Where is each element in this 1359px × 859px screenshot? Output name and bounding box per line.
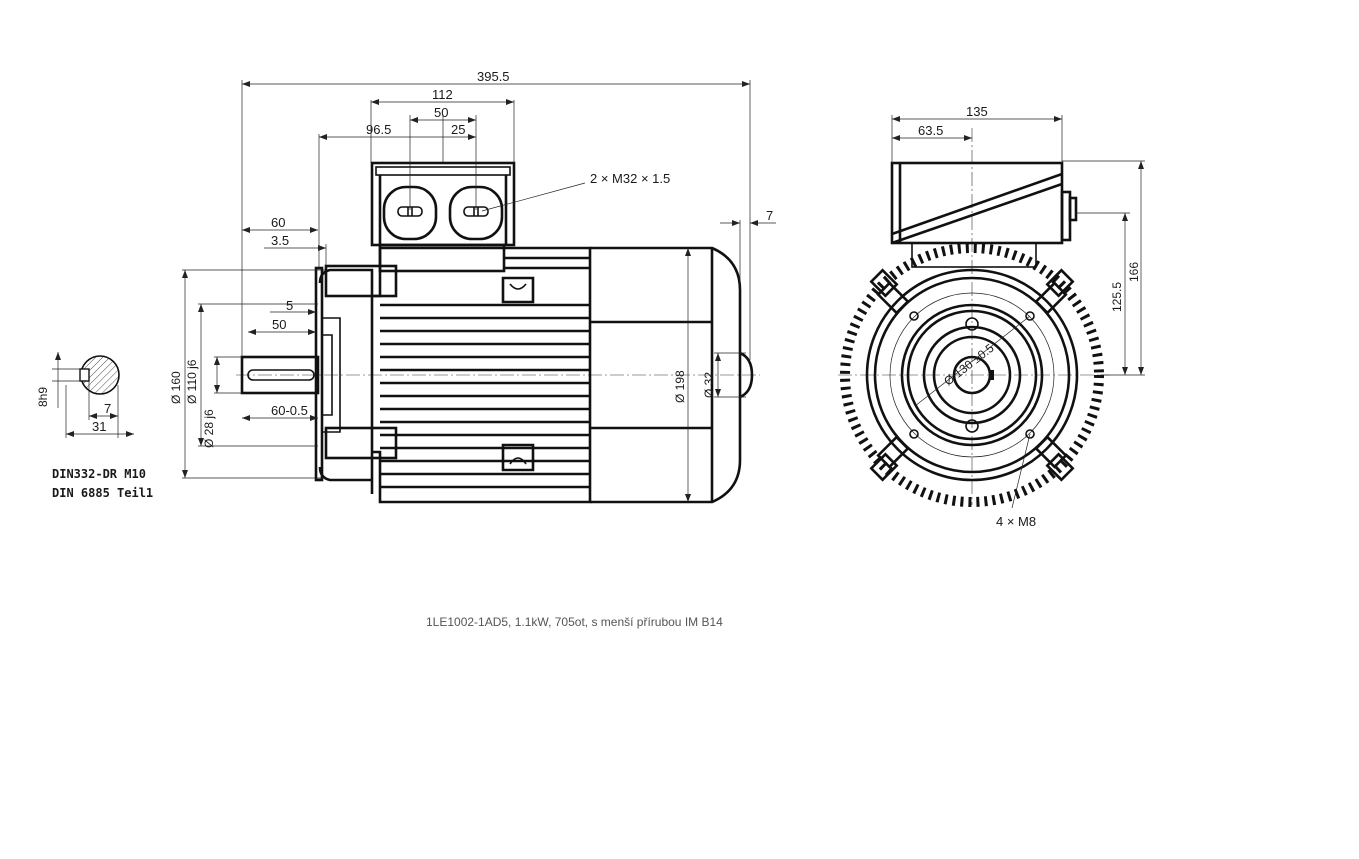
dim-height-gland: 125.5	[1110, 282, 1124, 312]
dim-key-length: 50	[272, 317, 286, 332]
dim-flange-thickness: 3.5	[271, 233, 289, 248]
din-note-line1: DIN332-DR M10	[52, 467, 146, 481]
dim-key-width: 7	[104, 401, 111, 416]
label-cable-gland: 2 × M32 × 1.5	[590, 171, 670, 186]
drawing-caption: 1LE1002-1AD5, 1.1kW, 705ot, s menší přír…	[426, 615, 723, 629]
cooling-ribs	[380, 256, 590, 489]
dim-shaft-section: 31	[92, 419, 106, 434]
dim-shaft-collar: 60	[271, 215, 285, 230]
din-note-line2: DIN 6885 Teil1	[52, 486, 153, 500]
dim-key-offset: 5	[286, 298, 293, 313]
dim-box-position: 96.5	[366, 122, 391, 137]
dim-gland-spacing: 50	[434, 105, 448, 120]
dia-flange-outer: Ø 160	[169, 371, 183, 404]
front-view: 135 63.5 166 125.5 Ø 130 ±0.5 4 × M8	[838, 104, 1145, 529]
dim-total-length: 395.5	[477, 69, 510, 84]
dia-rear-shaft: Ø 32	[702, 372, 716, 398]
dia-body: Ø 198	[673, 370, 687, 403]
side-view: 395.5 112 50 96.5 25 60 3.5 7 5 50 60-0.…	[169, 69, 776, 504]
dim-terminal-box-width: 112	[432, 87, 453, 102]
dim-key-height: 8h9	[36, 387, 50, 407]
dim-gland-offset: 25	[451, 122, 465, 137]
dim-box-width: 135	[966, 104, 988, 119]
label-flange-holes: 4 × M8	[996, 514, 1036, 529]
dia-shaft: Ø 28 j6	[202, 409, 216, 448]
dia-spigot: Ø 110 j6	[185, 359, 199, 404]
dim-rear-shaft: 7	[766, 208, 773, 223]
dim-shaft-length: 60-0.5	[271, 403, 308, 418]
dim-box-offset: 63.5	[918, 123, 943, 138]
shaft-section-view: 8h9 7 31	[36, 352, 134, 438]
dim-height-total: 166	[1127, 262, 1141, 282]
